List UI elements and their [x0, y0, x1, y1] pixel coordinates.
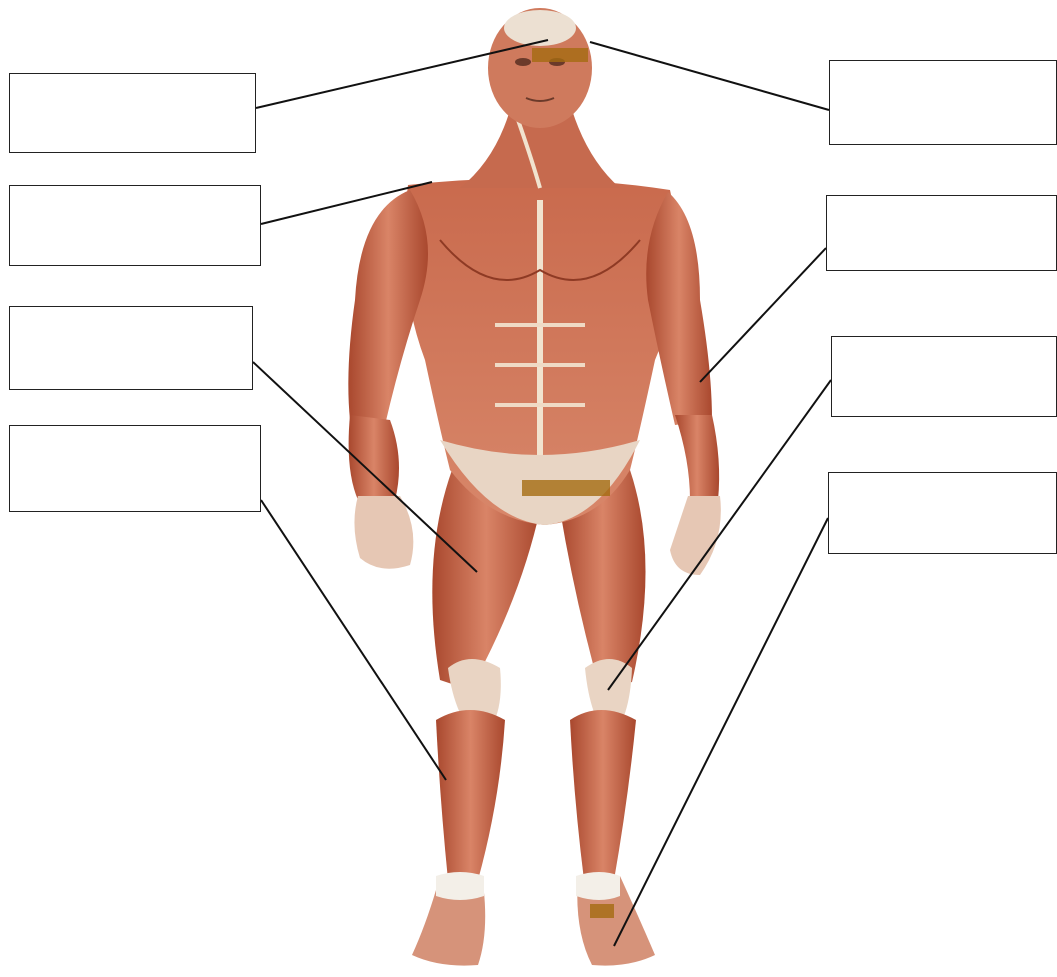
label-input-left-2[interactable] [10, 186, 260, 265]
leader-line-left-4 [261, 500, 446, 780]
label-input-left-4[interactable] [10, 426, 260, 511]
label-box-right-2[interactable] [826, 195, 1057, 271]
leader-line-right-2 [700, 248, 826, 382]
label-input-right-2[interactable] [827, 196, 1056, 270]
label-box-right-4[interactable] [828, 472, 1057, 554]
watermark-blotch-groin [522, 480, 610, 496]
label-box-left-3[interactable] [9, 306, 253, 390]
left-eye [515, 58, 531, 66]
right-ankle-band [576, 872, 620, 900]
label-box-left-4[interactable] [9, 425, 261, 512]
label-box-left-1[interactable] [9, 73, 256, 153]
left-hand [354, 496, 413, 569]
label-box-left-2[interactable] [9, 185, 261, 266]
head-top-tendon [504, 10, 576, 46]
label-input-left-1[interactable] [10, 74, 255, 152]
left-upper-arm [348, 190, 428, 425]
label-input-right-1[interactable] [830, 61, 1056, 144]
watermark-blotch-foot [590, 904, 614, 918]
label-box-right-3[interactable] [831, 336, 1057, 417]
watermark-blotch-head [532, 48, 588, 62]
right-hand [670, 496, 721, 575]
label-box-right-1[interactable] [829, 60, 1057, 145]
label-input-right-4[interactable] [829, 473, 1056, 553]
right-shin [570, 710, 636, 880]
leader-line-right-4 [614, 518, 828, 946]
right-upper-arm [646, 192, 712, 425]
left-shin [436, 710, 505, 880]
label-input-right-3[interactable] [832, 337, 1056, 416]
left-ankle-band [436, 872, 484, 900]
leader-line-right-1 [590, 42, 829, 110]
label-input-left-3[interactable] [10, 307, 252, 389]
right-forearm [675, 415, 719, 500]
